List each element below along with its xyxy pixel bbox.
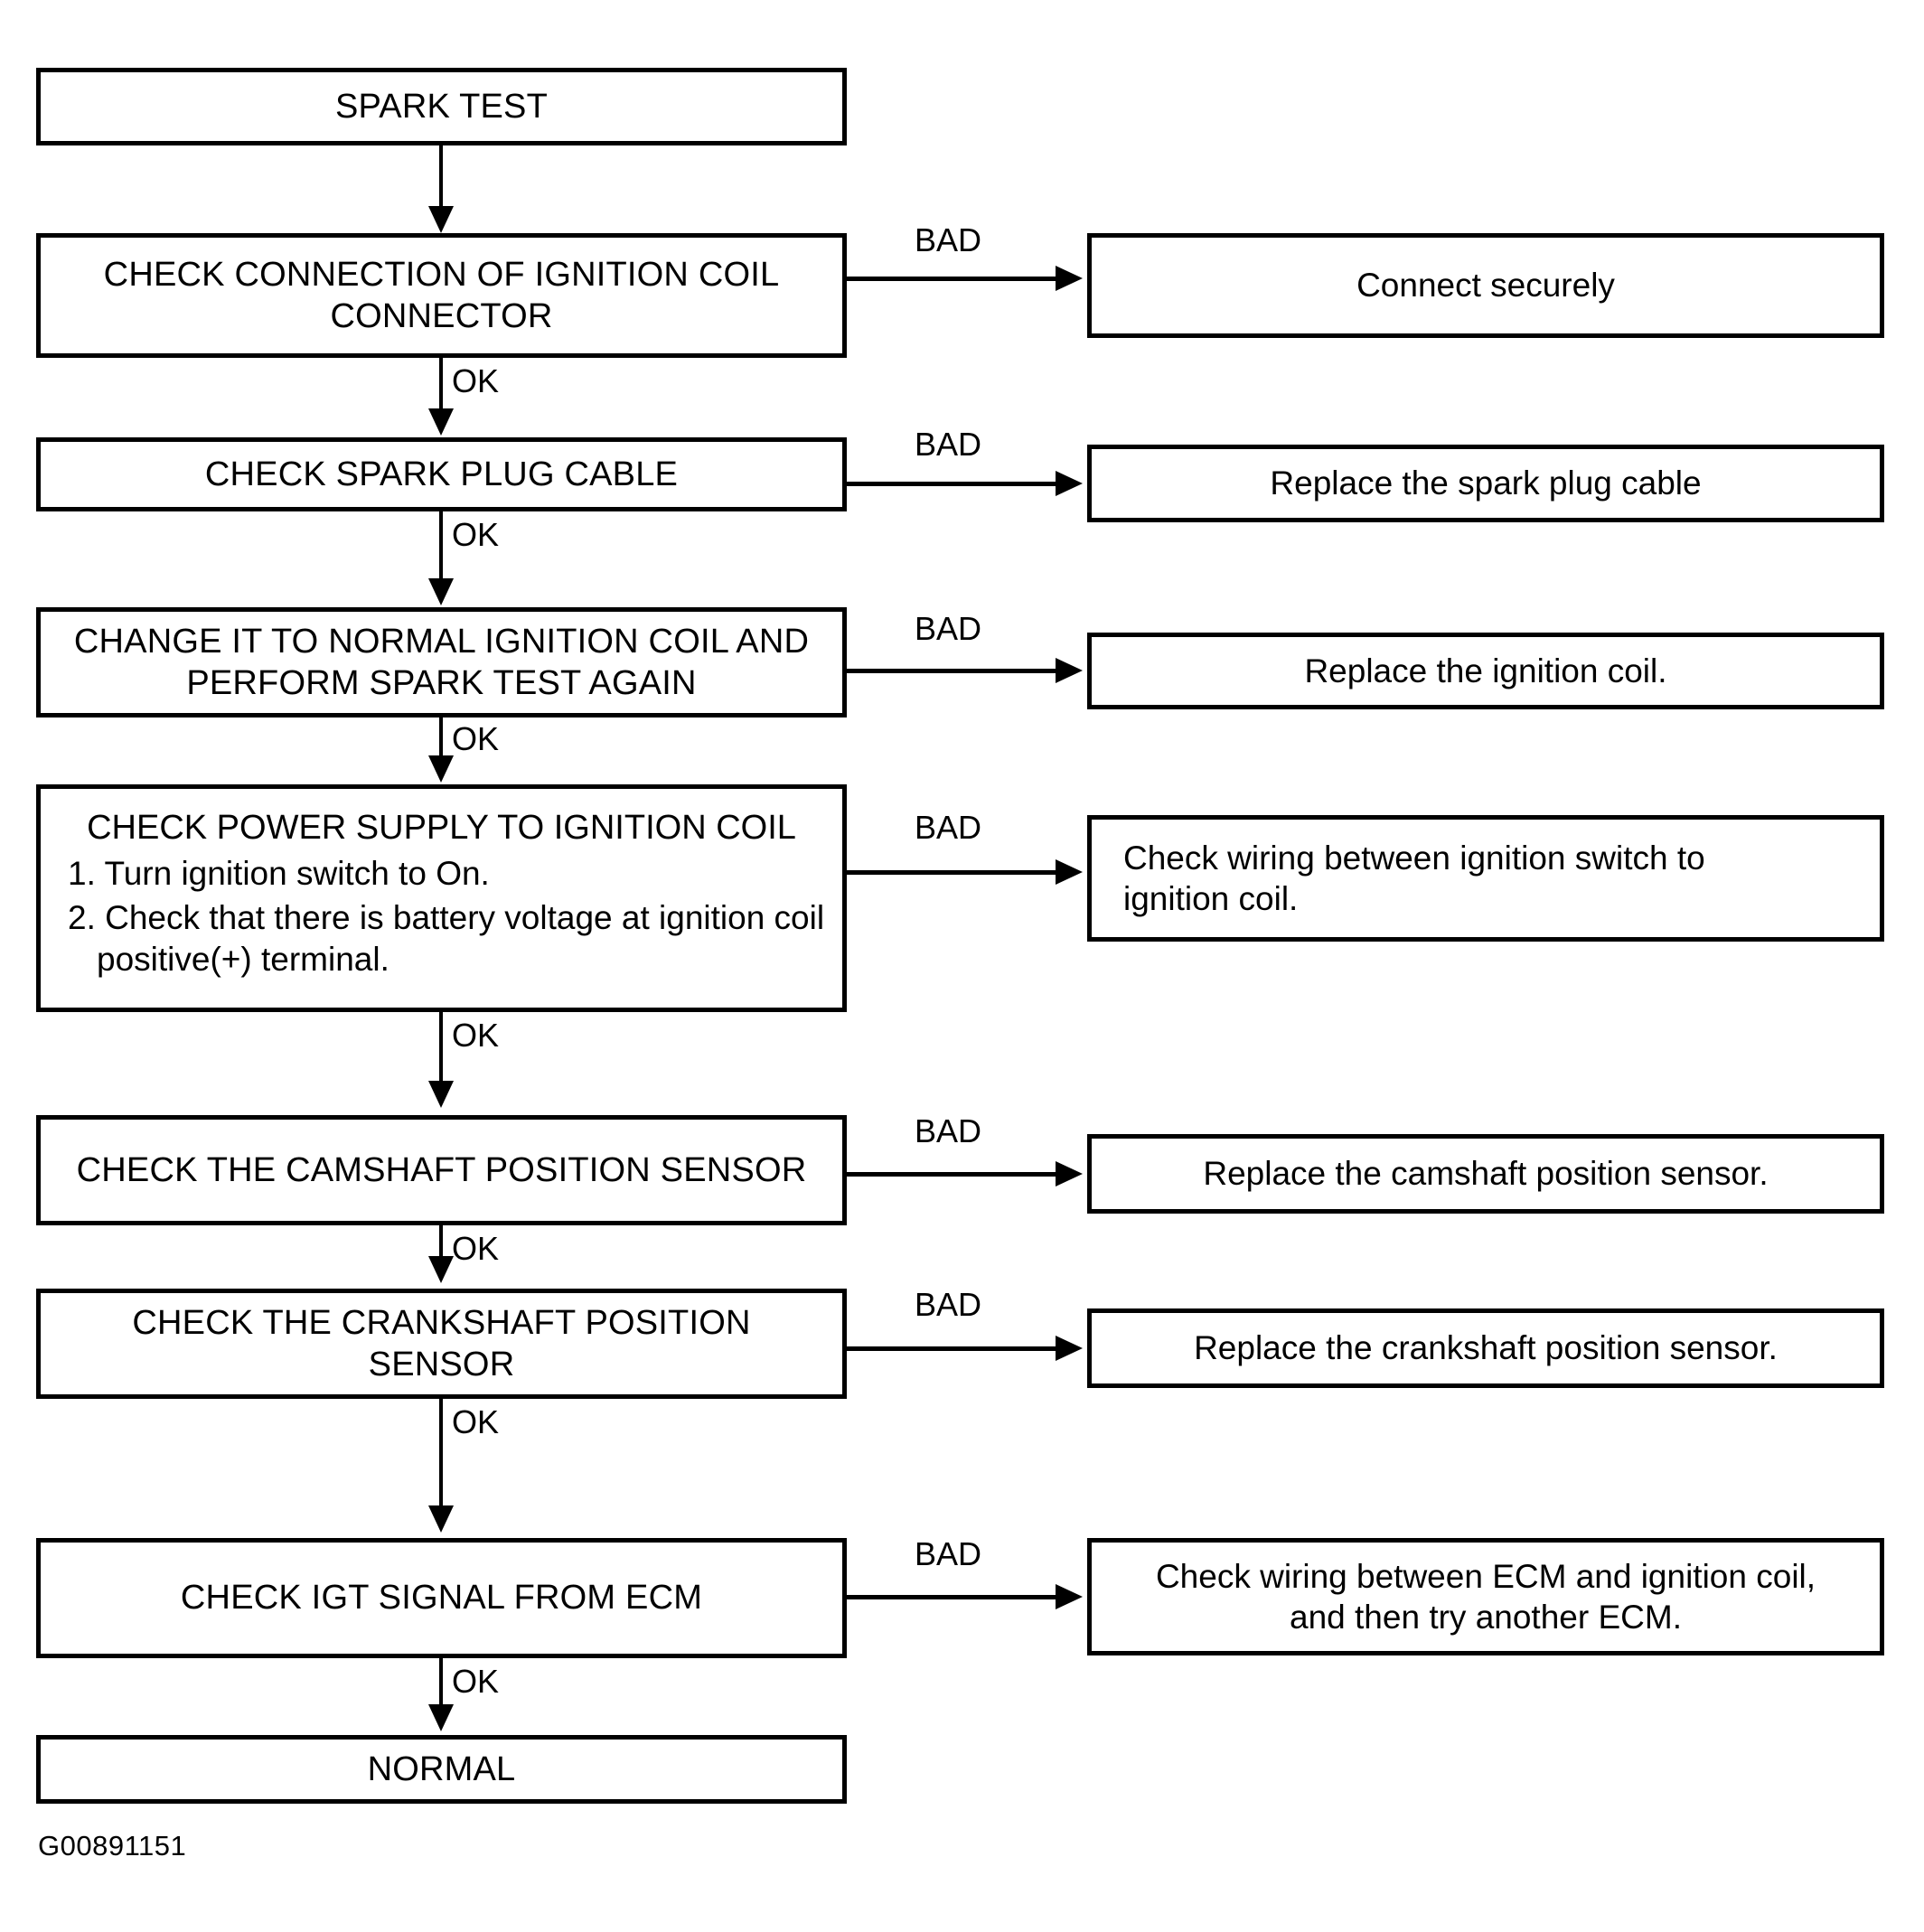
arrow-right-bad-power (1056, 859, 1083, 885)
node-change-normal-ignition-coil: CHANGE IT TO NORMAL IGNITION COIL AND PE… (36, 607, 847, 717)
arrow-down-power-to-camshaft (428, 1081, 454, 1108)
node-check-ignition-coil-connector: CHECK CONNECTION OF IGNITION COIL CONNEC… (36, 233, 847, 358)
node-spark-test-label: SPARK TEST (335, 87, 548, 126)
connector-bad-change-coil (847, 669, 1056, 673)
connector-bad-connector (847, 277, 1056, 281)
node-replace-ignition-coil: Replace the ignition coil. (1087, 633, 1884, 709)
node-check-power-supply-steps: 1. Turn ignition switch to On. 2. Check … (41, 853, 842, 980)
node-check-igt-signal-from-ecm-label: CHECK IGT SIGNAL FROM ECM (180, 1579, 703, 1618)
connector-camshaft-to-crankshaft (439, 1225, 443, 1280)
node-replace-ignition-coil-label: Replace the ignition coil. (1304, 652, 1667, 689)
connector-start-to-connector (439, 145, 443, 211)
arrow-down-change-coil-to-power (428, 755, 454, 783)
connector-bad-power (847, 870, 1056, 875)
arrow-down-crankshaft-to-igt (428, 1505, 454, 1533)
node-check-wiring-ecm-label: Check wiring between ECM and ignition co… (1155, 1557, 1816, 1636)
node-connect-securely-label: Connect securely (1356, 267, 1615, 305)
edge-label-bad-7: BAD (915, 1535, 982, 1572)
node-connect-securely: Connect securely (1087, 233, 1884, 338)
edge-label-bad-5: BAD (915, 1112, 982, 1149)
node-replace-camshaft-position-sensor-label: Replace the camshaft position sensor. (1203, 1155, 1769, 1193)
node-check-spark-plug-cable-label: CHECK SPARK PLUG CABLE (204, 455, 679, 493)
arrow-right-bad-cable (1056, 471, 1083, 496)
node-replace-camshaft-position-sensor: Replace the camshaft position sensor. (1087, 1134, 1884, 1214)
arrow-down-connector-to-cable (428, 408, 454, 436)
arrow-right-bad-change-coil (1056, 658, 1083, 683)
node-replace-crankshaft-position-sensor: Replace the crankshaft position sensor. (1087, 1308, 1884, 1388)
connector-power-to-camshaft (439, 1012, 443, 1084)
connector-connector-to-cable (439, 358, 443, 412)
node-replace-spark-plug-cable-label: Replace the spark plug cable (1270, 464, 1702, 502)
node-check-wiring-ignition-switch: Check wiring between ignition switch to … (1087, 815, 1884, 942)
connector-cable-to-change-coil (439, 511, 443, 582)
arrow-down-igt-to-normal (428, 1704, 454, 1731)
connector-bad-igt (847, 1595, 1056, 1599)
node-check-camshaft-position-sensor-label: CHECK THE CAMSHAFT POSITION SENSOR (76, 1150, 807, 1189)
connector-crankshaft-to-igt (439, 1399, 443, 1509)
arrow-down-camshaft-to-crankshaft (428, 1256, 454, 1283)
node-check-ignition-coil-connector-label: CHECK CONNECTION OF IGNITION COIL CONNEC… (103, 255, 780, 335)
node-check-spark-plug-cable: CHECK SPARK PLUG CABLE (36, 437, 847, 511)
edge-label-ok-6: OK (452, 1403, 500, 1440)
node-check-camshaft-position-sensor: CHECK THE CAMSHAFT POSITION SENSOR (36, 1115, 847, 1225)
node-check-igt-signal-from-ecm: CHECK IGT SIGNAL FROM ECM (36, 1538, 847, 1658)
arrow-right-bad-camshaft (1056, 1161, 1083, 1186)
connector-change-coil-to-power (439, 717, 443, 759)
edge-label-ok-1: OK (452, 362, 500, 399)
figure-id-label: G00891151 (38, 1830, 187, 1862)
node-normal: NORMAL (36, 1735, 847, 1804)
arrow-right-bad-igt (1056, 1584, 1083, 1609)
node-replace-spark-plug-cable: Replace the spark plug cable (1087, 445, 1884, 522)
node-check-power-supply-heading: CHECK POWER SUPPLY TO IGNITION COIL (87, 809, 796, 847)
node-normal-label: NORMAL (367, 1749, 516, 1788)
node-check-crankshaft-position-sensor-label: CHECK THE CRANKSHAFT POSITION SENSOR (132, 1303, 751, 1383)
arrow-right-bad-connector (1056, 266, 1083, 291)
edge-label-bad-1: BAD (915, 221, 982, 258)
edge-label-bad-3: BAD (915, 610, 982, 647)
edge-label-bad-2: BAD (915, 426, 982, 463)
edge-label-ok-3: OK (452, 720, 500, 757)
edge-label-ok-2: OK (452, 516, 500, 553)
connector-igt-to-normal (439, 1658, 443, 1709)
node-check-wiring-ecm: Check wiring between ECM and ignition co… (1087, 1538, 1884, 1655)
edge-label-bad-4: BAD (915, 809, 982, 846)
node-check-power-supply: CHECK POWER SUPPLY TO IGNITION COIL 1. T… (36, 784, 847, 1012)
node-spark-test: SPARK TEST (36, 68, 847, 145)
node-check-power-supply-step-1: 1. Turn ignition switch to On. (68, 855, 490, 893)
node-check-crankshaft-position-sensor: CHECK THE CRANKSHAFT POSITION SENSOR (36, 1289, 847, 1399)
node-change-normal-ignition-coil-label: CHANGE IT TO NORMAL IGNITION COIL AND PE… (73, 622, 810, 702)
connector-bad-crankshaft (847, 1346, 1056, 1351)
connector-bad-cable (847, 482, 1056, 486)
edge-label-ok-7: OK (452, 1663, 500, 1700)
arrow-down-start-to-connector (428, 206, 454, 233)
arrow-down-cable-to-change-coil (428, 578, 454, 605)
edge-label-ok-5: OK (452, 1230, 500, 1267)
node-replace-crankshaft-position-sensor-label: Replace the crankshaft position sensor. (1194, 1329, 1778, 1367)
node-check-wiring-ignition-switch-label: Check wiring between ignition switch to … (1123, 839, 1705, 917)
node-check-power-supply-step-2: 2. Check that there is battery voltage a… (68, 899, 825, 979)
connector-bad-camshaft (847, 1172, 1056, 1177)
arrow-right-bad-crankshaft (1056, 1336, 1083, 1361)
edge-label-bad-6: BAD (915, 1286, 982, 1323)
edge-label-ok-4: OK (452, 1017, 500, 1054)
